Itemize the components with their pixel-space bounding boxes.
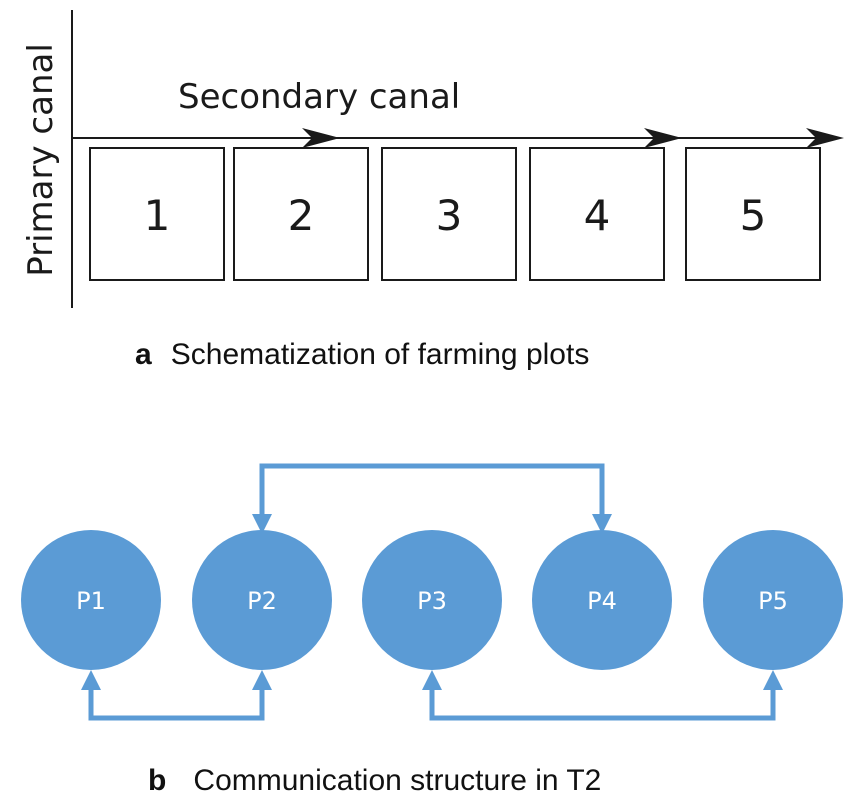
plot-4: 4 bbox=[529, 147, 665, 281]
caption-b-letter: b bbox=[148, 764, 166, 797]
plot-4-label: 4 bbox=[584, 191, 611, 240]
node-p3-label: P3 bbox=[417, 587, 447, 615]
caption-a: a Schematization of farming plots bbox=[135, 338, 589, 371]
link-p1-p2-head-left bbox=[81, 670, 101, 690]
node-p5: P5 bbox=[703, 530, 843, 670]
panel-b: P1 P2 P3 P4 P5 b Communication structure… bbox=[21, 463, 843, 797]
link-p1-p2-head-right bbox=[252, 670, 272, 690]
node-p2: P2 bbox=[192, 530, 332, 670]
secondary-canal-label: Secondary canal bbox=[178, 77, 460, 117]
link-p3-p5 bbox=[422, 670, 783, 721]
link-p1-p2 bbox=[81, 670, 272, 721]
link-p2-p4-head-left bbox=[252, 514, 272, 534]
caption-b: b Communication structure in T2 bbox=[148, 764, 601, 797]
plot-2: 2 bbox=[233, 147, 369, 281]
primary-canal-label: Primary canal bbox=[21, 43, 61, 277]
plot-5-label: 5 bbox=[740, 191, 767, 240]
node-p1-label: P1 bbox=[76, 587, 106, 615]
secondary-canal-arrow-3 bbox=[806, 128, 844, 148]
plot-1-label: 1 bbox=[144, 191, 171, 240]
plot-5: 5 bbox=[685, 147, 821, 281]
link-p3-p5-head-right bbox=[763, 670, 783, 690]
node-p4-label: P4 bbox=[587, 587, 617, 615]
node-p3: P3 bbox=[362, 530, 502, 670]
node-p5-label: P5 bbox=[758, 587, 788, 615]
caption-a-letter: a bbox=[135, 338, 152, 371]
secondary-canal-arrow-1 bbox=[302, 128, 340, 148]
node-p2-label: P2 bbox=[247, 587, 277, 615]
link-p3-p5-head-left bbox=[422, 670, 442, 690]
plot-1: 1 bbox=[89, 147, 225, 281]
caption-b-text: Communication structure in T2 bbox=[193, 764, 601, 797]
panel-a: Primary canal Secondary canal 1 2 3 4 5 bbox=[21, 10, 844, 371]
plot-3: 3 bbox=[381, 147, 517, 281]
plot-3-label: 3 bbox=[436, 191, 463, 240]
secondary-canal-arrow-2 bbox=[644, 128, 682, 148]
node-p4: P4 bbox=[532, 530, 672, 670]
plot-2-label: 2 bbox=[288, 191, 315, 240]
node-p1: P1 bbox=[21, 530, 161, 670]
link-p2-p4-head-right bbox=[592, 514, 612, 534]
link-p2-p4 bbox=[252, 463, 612, 534]
caption-a-text: Schematization of farming plots bbox=[171, 338, 590, 371]
